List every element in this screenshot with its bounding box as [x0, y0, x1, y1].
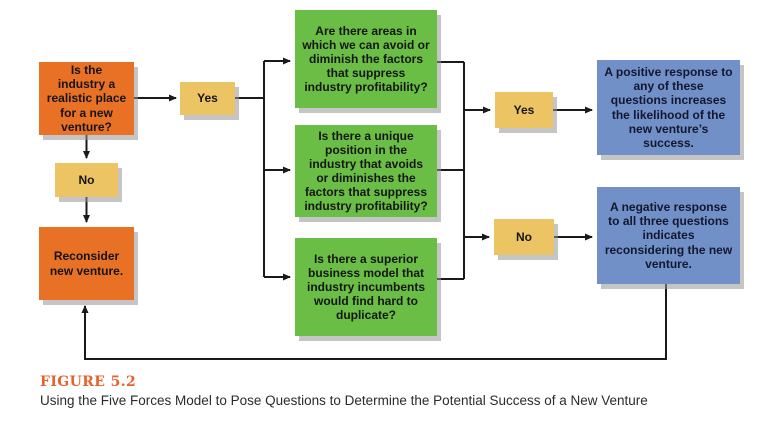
node-yes-right: Yes: [495, 92, 553, 128]
node-negative-outcome: A negative response to all three questio…: [597, 187, 740, 284]
node-reconsider: Reconsider new venture.: [39, 227, 134, 300]
node-start-question: Is the industry a realistic place for a …: [39, 62, 134, 135]
figure-label: FIGURE 5.2: [40, 374, 137, 390]
connector-yes-branch-trunk: [235, 61, 265, 277]
node-yes-left: Yes: [180, 82, 235, 115]
node-question-2: Is there a unique position in the indust…: [295, 125, 437, 217]
connector-questions-merge-trunk: [437, 61, 465, 280]
node-no-right: No: [494, 219, 554, 255]
figure-caption: Using the Five Forces Model to Pose Ques…: [40, 393, 648, 408]
node-no-left: No: [55, 163, 118, 197]
connector-negative-feedback-to-reconsider: [81, 284, 667, 360]
node-question-3: Is there a superior business model that …: [295, 238, 437, 336]
node-question-1: Are there areas in which we can avoid or…: [295, 10, 437, 108]
node-positive-outcome: A positive response to any of these ques…: [597, 60, 740, 155]
